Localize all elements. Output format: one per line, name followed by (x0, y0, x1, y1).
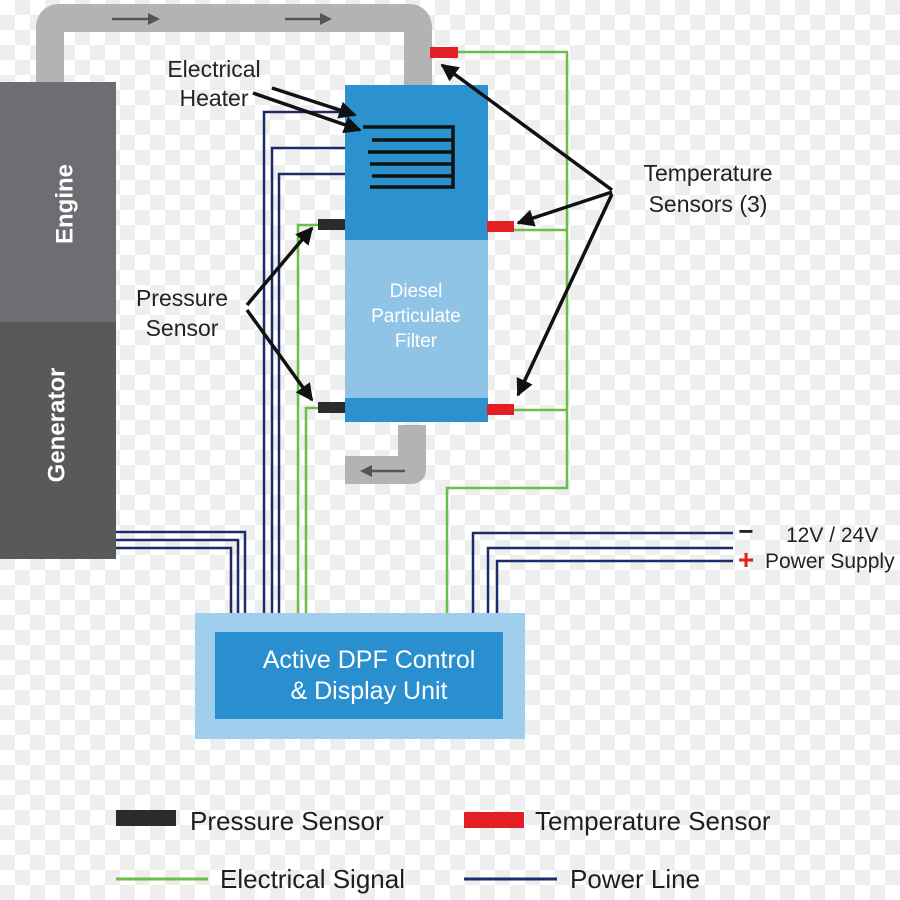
power-supply-label: Power Supply (765, 550, 895, 573)
diesel-particulate-filter: Diesel Particulate Filter (345, 85, 488, 422)
legend-pressure-sensor-label: Pressure Sensor (190, 806, 384, 836)
electrical-heater-label-line-2: Heater (179, 85, 248, 111)
pressure-sensor-label-line-1: Pressure (136, 285, 228, 311)
temperature-sensor (430, 47, 458, 58)
control-unit-label-line-2: & Display Unit (291, 677, 448, 705)
temperature-sensors-label-line-1: Temperature (643, 160, 772, 186)
generator-label: Generator (43, 368, 70, 483)
active-dpf-control-unit: Active DPF Control & Display Unit (195, 613, 525, 739)
minus-symbol: − (738, 516, 753, 546)
callout-arrows (245, 63, 614, 402)
power-line-wires (116, 110, 733, 632)
engine-label: Engine (51, 164, 78, 244)
legend-electrical-signal-label: Electrical Signal (220, 864, 405, 894)
control-unit-label-line-1: Active DPF Control (263, 646, 476, 674)
pressure-sensor (318, 219, 345, 230)
electrical-heater-coil (363, 125, 455, 189)
temperature-sensor (487, 404, 514, 415)
legend: Pressure Sensor Temperature Sensor Elect… (116, 806, 771, 894)
flow-arrow-icon (112, 13, 160, 25)
power-supply: − + 12V / 24V Power Supply (738, 516, 895, 575)
temperature-sensors-label-line-2: Sensors (3) (649, 191, 768, 217)
legend-pressure-sensor-swatch (116, 810, 176, 826)
flow-arrow-icon (285, 13, 332, 25)
pressure-sensor-label-line-2: Sensor (146, 315, 219, 341)
electrical-signal-wires (296, 50, 569, 632)
legend-temperature-sensor-label: Temperature Sensor (535, 806, 771, 836)
generator-block: Generator (0, 322, 116, 559)
filter-label-line-2: Particulate (371, 306, 461, 327)
pressure-sensor (318, 402, 345, 413)
exhaust-pipe (36, 4, 432, 484)
engine-block: Engine (0, 82, 116, 322)
power-supply-voltage: 12V / 24V (786, 524, 878, 547)
temperature-sensor (487, 221, 514, 232)
plus-symbol: + (738, 544, 754, 575)
filter-label-line-1: Diesel (390, 281, 443, 302)
flow-arrow-icon (360, 465, 405, 477)
legend-power-line-label: Power Line (570, 864, 700, 894)
electrical-heater-label-line-1: Electrical (167, 56, 260, 82)
legend-temperature-sensor-swatch (464, 812, 524, 828)
filter-label-line-3: Filter (395, 331, 438, 352)
